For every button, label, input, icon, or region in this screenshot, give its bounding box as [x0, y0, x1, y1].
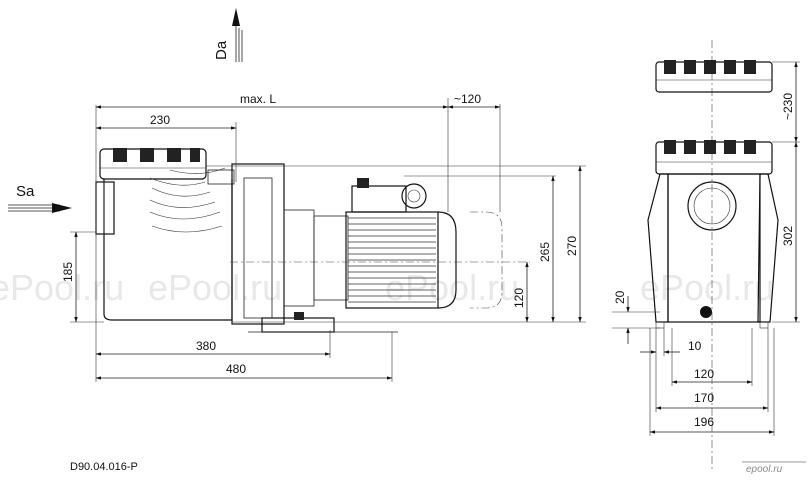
dimension-foot-20: 20: [613, 290, 630, 344]
dimension-hole-10: 10: [640, 339, 702, 354]
length-380-label: 380: [196, 339, 216, 353]
brand-mark: epool.ru: [746, 464, 783, 475]
dimension-length-380: 380: [95, 339, 331, 356]
right-arrow-icon: [52, 203, 72, 213]
dimension-height-270: 270: [565, 165, 582, 323]
mounted-strainer-lid: [655, 140, 773, 175]
motor-flange: [231, 163, 349, 325]
drain-plug-icon: [700, 306, 712, 318]
discharge-label: Da: [213, 40, 230, 60]
up-arrow-icon: [232, 8, 240, 26]
discharge-port-indicator: Da: [213, 8, 243, 62]
dimension-width-196: 196: [649, 415, 775, 434]
front-view: ~230 302 20 10 120 170: [612, 40, 800, 470]
dimension-max-length: max. L: [95, 92, 449, 109]
watermark: ePool.ru: [640, 267, 774, 308]
dimension-height-185: 185: [61, 231, 78, 323]
strainer-lid: [99, 148, 207, 180]
watermark: ePool.ru: [385, 267, 519, 308]
clearance-120-label: ~120: [454, 92, 481, 106]
width-120-label: 120: [694, 367, 714, 381]
max-length-label: max. L: [240, 92, 276, 106]
motor: [345, 178, 503, 309]
height-302-label: 302: [781, 226, 795, 246]
height-120-label: 120: [512, 288, 526, 308]
brand-logo: epool.ru: [742, 461, 806, 475]
dimension-height-120: 120: [512, 261, 529, 323]
dimension-width-120: 120: [671, 367, 753, 384]
height-265-label: 265: [538, 242, 552, 262]
lid-clearance-230-label: ~230: [781, 93, 795, 120]
suction-label: Sa: [16, 183, 35, 200]
dimension-height-265: 265: [538, 175, 555, 323]
watermark: ePool.ru: [148, 267, 282, 308]
width-196-label: 196: [694, 415, 714, 429]
pump-base: [248, 312, 398, 333]
hole-10-label: 10: [688, 339, 702, 353]
drawing-code: D90.04.016-P: [70, 461, 138, 473]
width-170-label: 170: [694, 391, 714, 405]
dimension-lid-clearance-230: ~230: [781, 61, 798, 143]
dimension-width-170: 170: [655, 391, 769, 410]
front-housing: [647, 173, 779, 329]
side-view: Da Sa: [8, 8, 586, 382]
length-480-label: 480: [226, 362, 246, 376]
dimension-clearance-120: ~120: [447, 92, 501, 109]
suction-port-indicator: Sa: [8, 183, 72, 213]
height-270-label: 270: [565, 236, 579, 256]
height-185-label: 185: [61, 262, 75, 282]
dimension-length-480: 480: [95, 362, 393, 380]
dimension-height-302: 302: [781, 141, 798, 323]
dimension-width-230: 230: [95, 113, 237, 130]
foot-20-label: 20: [613, 290, 627, 304]
width-230-label: 230: [150, 113, 170, 127]
lifted-strainer-lid: [655, 60, 773, 93]
